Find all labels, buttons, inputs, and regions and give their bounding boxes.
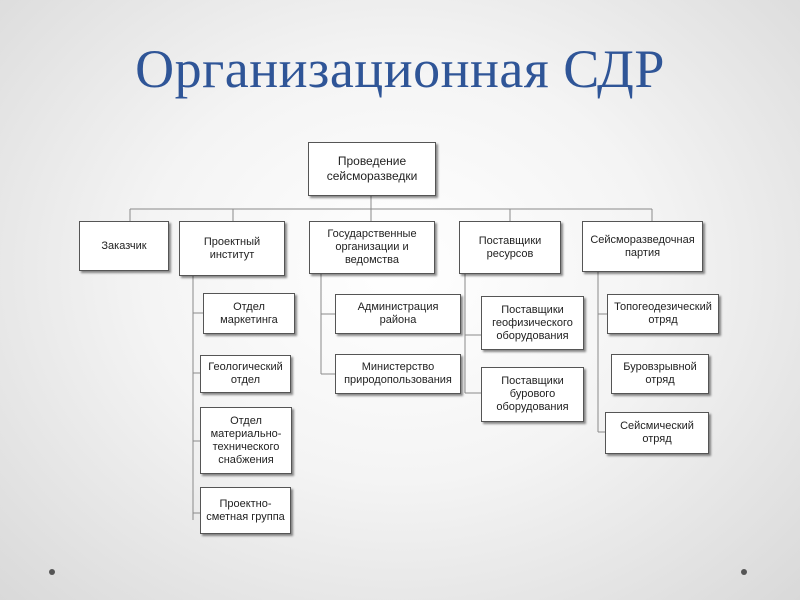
node-district-admin: Администрация района [335, 294, 461, 334]
slide-dot-left [49, 569, 55, 575]
node-ministry: Министерство природопользования [335, 354, 461, 394]
node-geophys-suppliers: Поставщики геофизического оборудования [481, 296, 584, 350]
node-seismic-party: Сейсморазведочная партия [582, 221, 703, 272]
node-topo-team: Топогеодезический отряд [607, 294, 719, 334]
slide-dot-right [741, 569, 747, 575]
node-marketing-dept: Отдел маркетинга [203, 293, 295, 334]
node-root: Проведение сейсморазведки [308, 142, 436, 196]
node-estimate-group: Проектно- сметная группа [200, 487, 291, 534]
page-title: Организационная СДР [135, 39, 665, 99]
node-seismic-team: Сейсмический отряд [605, 412, 709, 454]
node-design-institute: Проектный институт [179, 221, 285, 276]
node-geology-dept: Геологический отдел [200, 355, 291, 393]
node-state-orgs: Государственные организации и ведомства [309, 221, 435, 274]
node-customer: Заказчик [79, 221, 169, 271]
node-supply-dept: Отдел материально- технического снабжени… [200, 407, 292, 474]
node-blasting-team: Буровзрывной отряд [611, 354, 709, 394]
node-suppliers: Поставщики ресурсов [459, 221, 561, 274]
node-drilling-suppliers: Поставщики бурового оборудования [481, 367, 584, 422]
